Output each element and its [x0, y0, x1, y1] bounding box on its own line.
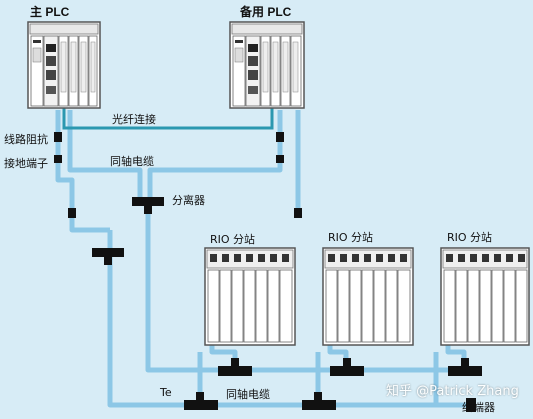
bottom-tee-2 — [302, 392, 336, 410]
fiber-link-label: 光纤连接 — [112, 113, 156, 126]
line-terminator-backup — [276, 132, 284, 142]
main-plc-label: 主 PLC — [30, 5, 70, 19]
backup-plc-label: 备用 PLC — [240, 5, 292, 19]
ground-terminal-main — [54, 155, 62, 163]
rio-tee-2-upper — [330, 358, 364, 376]
rio-tee-1-upper — [218, 358, 252, 376]
rio-rack-2 — [322, 247, 414, 346]
coax-cable-bottom-label: 同轴电缆 — [226, 388, 270, 401]
line-terminator-label: 线路阻抗 — [4, 133, 48, 146]
inline-connector-2 — [294, 208, 302, 218]
splitter-tee-top — [132, 197, 164, 214]
ground-terminal-backup — [276, 155, 284, 163]
te-connector — [184, 392, 218, 410]
main-plc-rack — [27, 21, 101, 109]
rio-station-2-label: RIO 分站 — [328, 231, 374, 244]
end-terminator — [466, 398, 476, 412]
connectors — [54, 132, 482, 412]
splitter-label: 分离器 — [172, 194, 205, 207]
splitter-tee-left — [92, 248, 124, 265]
te-label: Te — [160, 386, 172, 399]
rio-rack-3 — [440, 247, 530, 346]
ground-terminal-label: 接地端子 — [4, 157, 48, 170]
fiber-link-cable — [62, 108, 274, 130]
coax-cable-top-label: 同轴电缆 — [110, 155, 154, 168]
backup-plc-rack — [229, 21, 305, 109]
line-terminator-main — [54, 132, 62, 142]
terminator-label: 终端器 — [462, 401, 495, 414]
rio-tee-3-upper — [448, 358, 482, 376]
inline-connector-1 — [68, 208, 76, 218]
rio-rack-1 — [204, 247, 296, 346]
rio-station-3-label: RIO 分站 — [447, 231, 493, 244]
watermark: 知乎 @Patrick Zhang — [386, 384, 519, 399]
rio-station-1-label: RIO 分站 — [210, 233, 256, 246]
